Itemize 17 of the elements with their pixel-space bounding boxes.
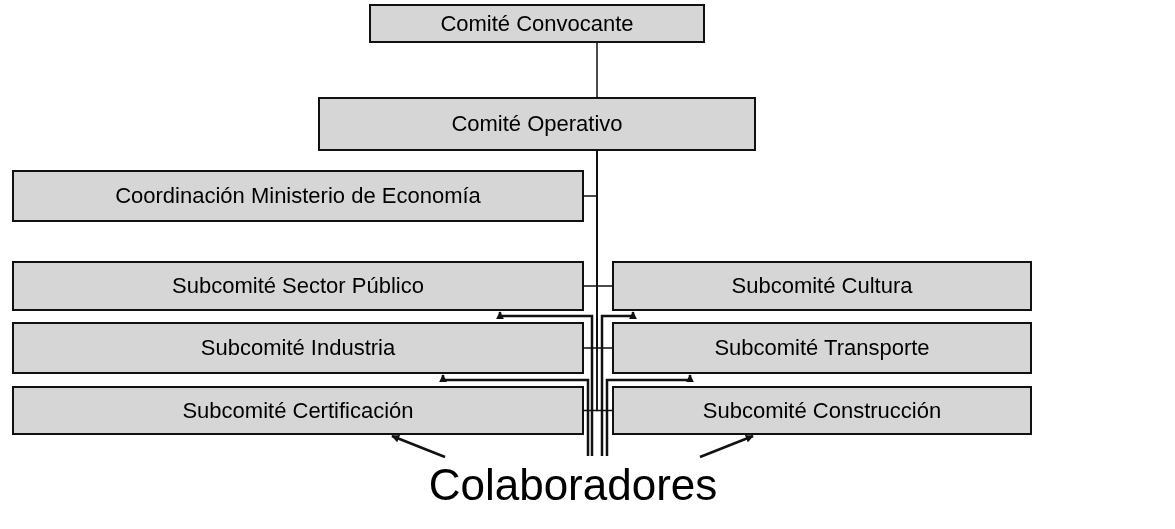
connector-line (596, 42, 598, 98)
arrow (699, 434, 754, 459)
org-box: Subcomité Construcción (612, 386, 1032, 435)
org-box: Subcomité Sector Público (12, 261, 584, 311)
arrow (605, 374, 694, 456)
org-box: Subcomité Cultura (612, 261, 1032, 311)
org-box: Subcomité Industria (12, 322, 584, 374)
callout-text: Colaboradores (428, 455, 718, 515)
org-box: Coordinación Ministerio de Economía (12, 170, 584, 222)
arrow (391, 434, 446, 459)
org-box: Subcomité Certificación (12, 386, 584, 435)
org-box: Comité Convocante (369, 4, 705, 43)
arrow (496, 311, 594, 456)
org-box: Comité Operativo (318, 97, 756, 151)
arrow (439, 374, 590, 456)
arrow (600, 311, 637, 456)
org-box: Subcomité Transporte (612, 322, 1032, 374)
